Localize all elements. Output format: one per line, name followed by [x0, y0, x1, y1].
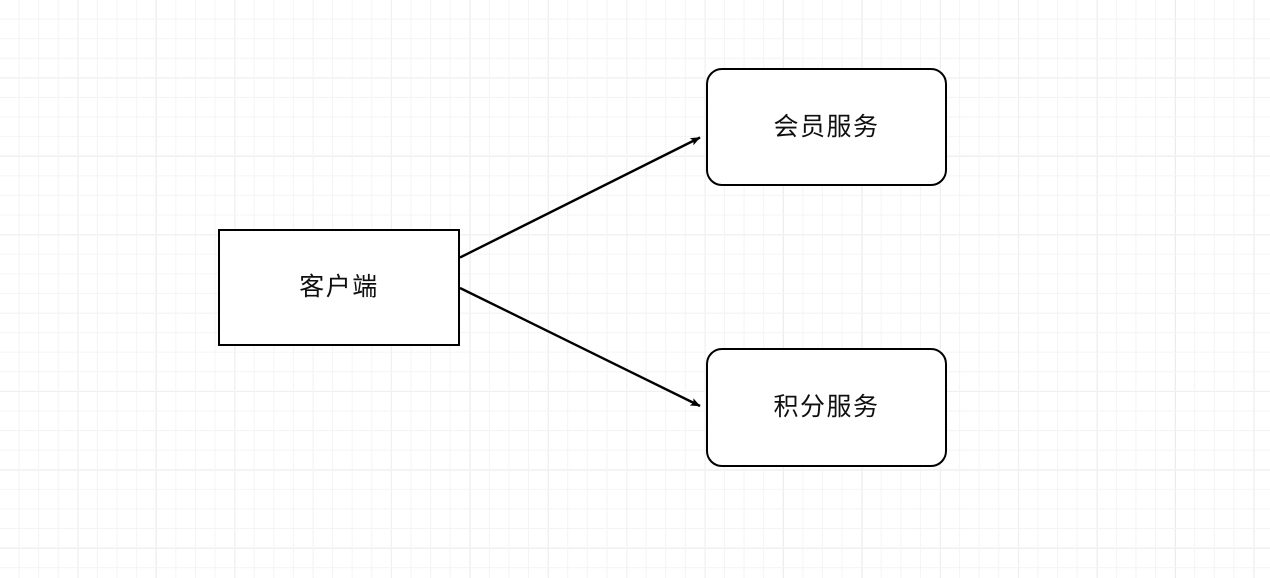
node-points-service[interactable]: 积分服务 [706, 348, 947, 467]
node-member-service[interactable]: 会员服务 [706, 68, 947, 186]
edge-client-to-member-service[interactable] [459, 136, 701, 259]
node-points-service-label: 积分服务 [773, 393, 880, 421]
edge-client-to-points-service[interactable] [459, 286, 701, 408]
node-client-label: 客户端 [299, 273, 379, 301]
node-member-service-label: 会员服务 [773, 112, 880, 141]
node-client[interactable]: 客户端 [218, 229, 460, 346]
